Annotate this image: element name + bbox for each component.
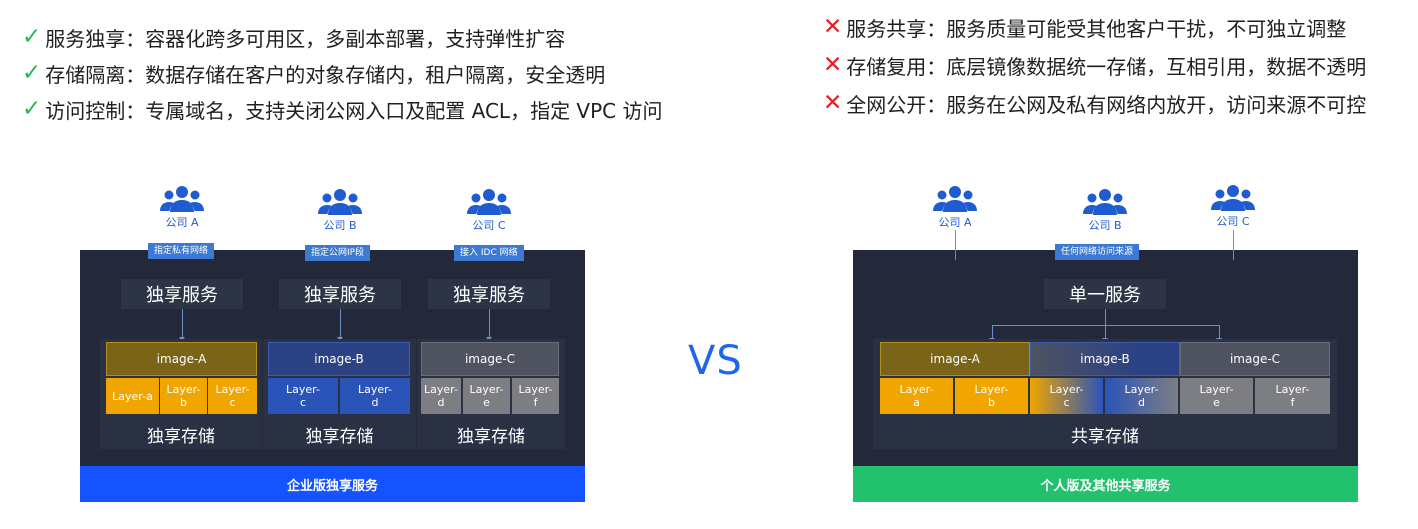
- people-group-icon: [1211, 185, 1255, 211]
- connector-line: [992, 325, 1219, 326]
- network-tag-a: 指定私有网络: [148, 243, 215, 259]
- company-c: 公司 C: [449, 188, 529, 233]
- network-tag-any: 任何网络访问来源: [1055, 244, 1140, 260]
- layer-b: Layer- b: [955, 378, 1028, 414]
- connector-line: [182, 309, 183, 339]
- image-header-b: image-B: [1030, 342, 1180, 376]
- feature-title: 存储隔离: [45, 62, 126, 87]
- layer-f: Layer- f: [512, 378, 559, 414]
- company-name: 公司 C: [1216, 215, 1250, 228]
- layer-e: Layer- e: [463, 378, 510, 414]
- layer-d: Layer- d: [340, 378, 410, 414]
- image-header-a: image-A: [106, 342, 257, 376]
- feature-title: 服务共享: [846, 16, 927, 41]
- people-group-icon: [467, 189, 511, 215]
- storage-label-b: 独享存储: [305, 427, 374, 447]
- connector-line: [340, 309, 341, 339]
- company-a: 公司 A: [915, 185, 995, 230]
- layer-a: Layer-a: [106, 378, 159, 414]
- company-name: 公司 B: [323, 219, 357, 232]
- company-name: 公司 C: [472, 219, 506, 232]
- feature-title: 访问控制: [45, 98, 126, 123]
- cross-mark-icon: ✕: [823, 51, 843, 78]
- feature-title: 全网公开: [846, 92, 927, 117]
- single-service-box: 单一服务: [1044, 279, 1166, 309]
- layer-d: Layer- d: [421, 378, 461, 414]
- left-feature-2: ✓ 存储隔离：数据存储在客户的对象存储内，租户隔离，安全透明: [22, 58, 605, 88]
- feature-text: ：数据存储在客户的对象存储内，租户隔离，安全透明: [125, 62, 606, 87]
- right-diagram-panel: 单一服务 image-A image-B image-C Layer- a La…: [853, 250, 1358, 502]
- connector-line: [1219, 325, 1220, 341]
- network-tag-b: 指定公网IP段: [305, 245, 371, 261]
- layer-b: Layer- b: [160, 378, 207, 414]
- network-tag-c: 接入 IDC 网络: [454, 245, 524, 261]
- storage-label-c: 独享存储: [457, 427, 525, 447]
- check-mark-icon: ✓: [22, 95, 42, 122]
- feature-title: 存储复用: [846, 54, 927, 79]
- check-mark-icon: ✓: [22, 59, 42, 86]
- layer-a: Layer- a: [880, 378, 953, 414]
- connector-line: [1233, 250, 1234, 260]
- layer-f: Layer- f: [1255, 378, 1330, 414]
- layer-e: Layer- e: [1180, 378, 1253, 414]
- right-feature-2: ✕ 存储复用：底层镜像数据统一存储，互相引用，数据不透明: [823, 50, 1366, 80]
- cross-mark-icon: ✕: [823, 89, 843, 116]
- image-header-c: image-C: [1180, 342, 1330, 376]
- company-name: 公司 A: [165, 216, 199, 229]
- shared-storage-label: 共享存储: [1071, 427, 1139, 447]
- connector-line: [992, 325, 993, 341]
- feature-title: 服务独享: [45, 26, 126, 51]
- image-header-b: image-B: [268, 342, 410, 376]
- footer-bar-shared: 个人版及其他共享服务: [853, 466, 1358, 502]
- feature-text: ：专属域名，支持关闭公网入口及配置 ACL，指定 VPC 访问: [125, 98, 663, 123]
- left-feature-3: ✓ 访问控制：专属域名，支持关闭公网入口及配置 ACL，指定 VPC 访问: [22, 94, 663, 124]
- feature-text: ：服务在公网及私有网络内放开，访问来源不可控: [926, 92, 1367, 117]
- right-feature-1: ✕ 服务共享：服务质量可能受其他客户干扰，不可独立调整: [823, 12, 1346, 42]
- company-name: 公司 B: [1088, 219, 1122, 232]
- image-header-c: image-C: [421, 342, 559, 376]
- service-box-c: 独享服务: [428, 279, 550, 309]
- company-b: 公司 B: [1065, 188, 1145, 233]
- people-group-icon: [160, 186, 204, 212]
- service-box-b: 独享服务: [279, 279, 401, 309]
- connector-line: [955, 250, 956, 260]
- connector-line: [489, 309, 490, 339]
- service-box-a: 独享服务: [121, 279, 243, 309]
- people-group-icon: [933, 186, 977, 212]
- connector-line: [1233, 230, 1234, 250]
- people-group-icon: [1083, 189, 1127, 215]
- connector-line: [955, 230, 956, 250]
- feature-text: ：底层镜像数据统一存储，互相引用，数据不透明: [926, 54, 1367, 79]
- company-b: 公司 B: [300, 188, 380, 233]
- layer-c: Layer- c: [208, 378, 257, 414]
- company-c: 公司 C: [1193, 184, 1273, 229]
- footer-bar-enterprise: 企业版独享服务: [80, 466, 585, 502]
- layer-d: Layer- d: [1105, 378, 1178, 414]
- left-feature-1: ✓ 服务独享：容器化跨多可用区，多副本部署，支持弹性扩容: [22, 22, 565, 52]
- left-diagram-panel: 独享服务 独享服务 独享服务 image-A Layer-a Layer- b …: [80, 250, 585, 502]
- storage-label-a: 独享存储: [147, 427, 215, 447]
- check-mark-icon: ✓: [22, 23, 42, 50]
- layer-c: Layer- c: [1030, 378, 1103, 414]
- cross-mark-icon: ✕: [823, 13, 843, 40]
- company-a: 公司 A: [142, 185, 222, 230]
- people-group-icon: [318, 189, 362, 215]
- feature-text: ：服务质量可能受其他客户干扰，不可独立调整: [926, 16, 1347, 41]
- vs-label: VS: [688, 338, 743, 384]
- right-feature-3: ✕ 全网公开：服务在公网及私有网络内放开，访问来源不可控: [823, 88, 1366, 118]
- layer-c: Layer- c: [268, 378, 338, 414]
- image-header-a: image-A: [880, 342, 1030, 376]
- company-name: 公司 A: [938, 216, 972, 229]
- feature-text: ：容器化跨多可用区，多副本部署，支持弹性扩容: [125, 26, 566, 51]
